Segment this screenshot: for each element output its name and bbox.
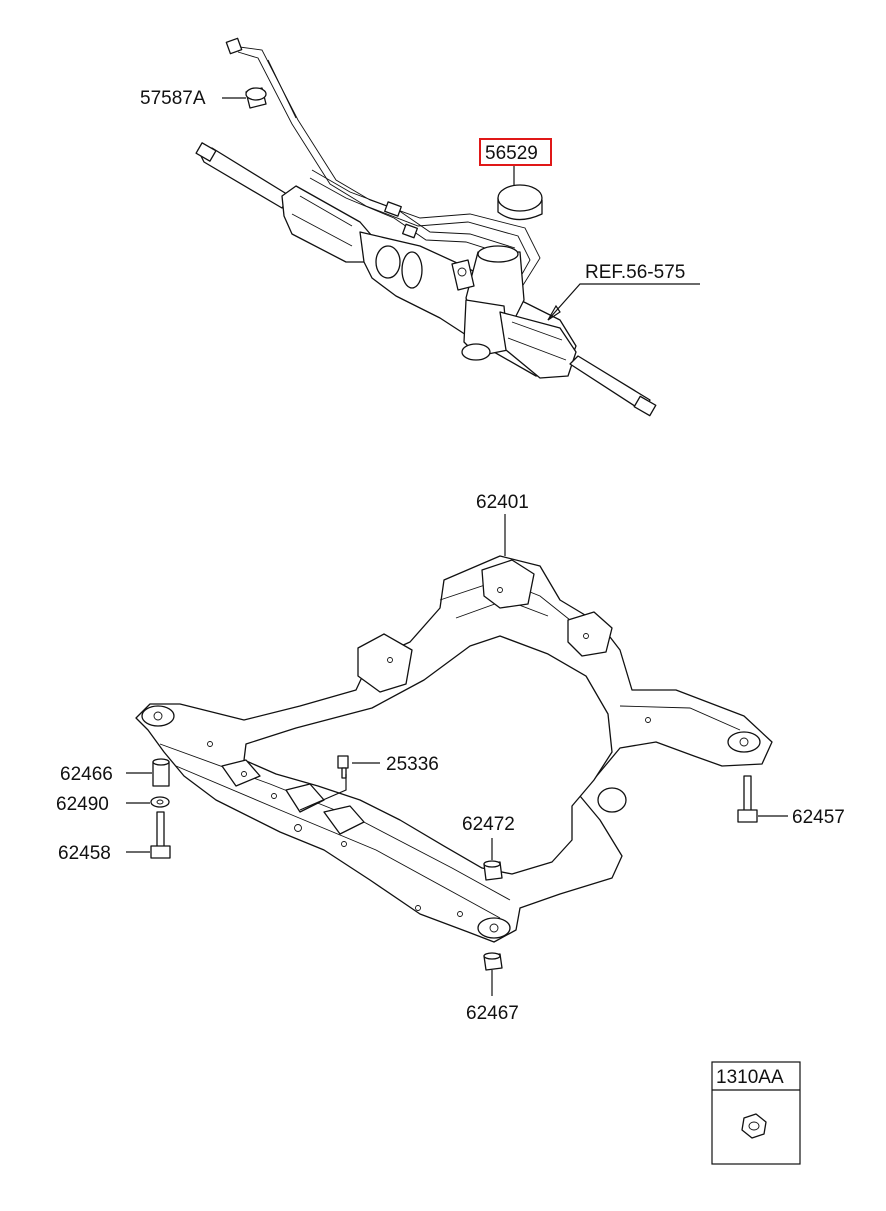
reference-box-1310aa bbox=[711, 1061, 801, 1165]
bushing-62466[interactable] bbox=[152, 758, 170, 787]
cap-56529[interactable] bbox=[497, 184, 543, 221]
part-label-ref-56-575[interactable]: REF.56-575 bbox=[585, 262, 685, 283]
crossmember-62401[interactable] bbox=[135, 555, 773, 943]
highlight-box-56529 bbox=[479, 138, 552, 166]
bolt-62458[interactable] bbox=[150, 811, 171, 859]
part-label-62458[interactable]: 62458 bbox=[58, 843, 111, 864]
grommet-57587a[interactable] bbox=[245, 87, 267, 109]
part-label-62467[interactable]: 62467 bbox=[466, 1003, 519, 1024]
bolt-62457[interactable] bbox=[737, 775, 758, 823]
part-label-57587a[interactable]: 57587A bbox=[140, 88, 206, 109]
part-label-1310aa[interactable]: 1310AA bbox=[716, 1067, 784, 1088]
washer-62490[interactable] bbox=[150, 796, 170, 808]
part-label-62401[interactable]: 62401 bbox=[476, 492, 529, 513]
part-label-56529[interactable]: 56529 bbox=[485, 143, 538, 164]
part-label-25336[interactable]: 25336 bbox=[386, 754, 439, 775]
part-label-62490[interactable]: 62490 bbox=[56, 794, 109, 815]
part-label-62457[interactable]: 62457 bbox=[792, 807, 845, 828]
nut-62472[interactable] bbox=[483, 860, 503, 881]
nut-62467[interactable] bbox=[483, 952, 503, 971]
part-label-62472[interactable]: 62472 bbox=[462, 814, 515, 835]
hex-nut-icon bbox=[741, 1113, 767, 1139]
part-label-62466[interactable]: 62466 bbox=[60, 764, 113, 785]
steering-gear-assembly[interactable] bbox=[195, 37, 657, 417]
